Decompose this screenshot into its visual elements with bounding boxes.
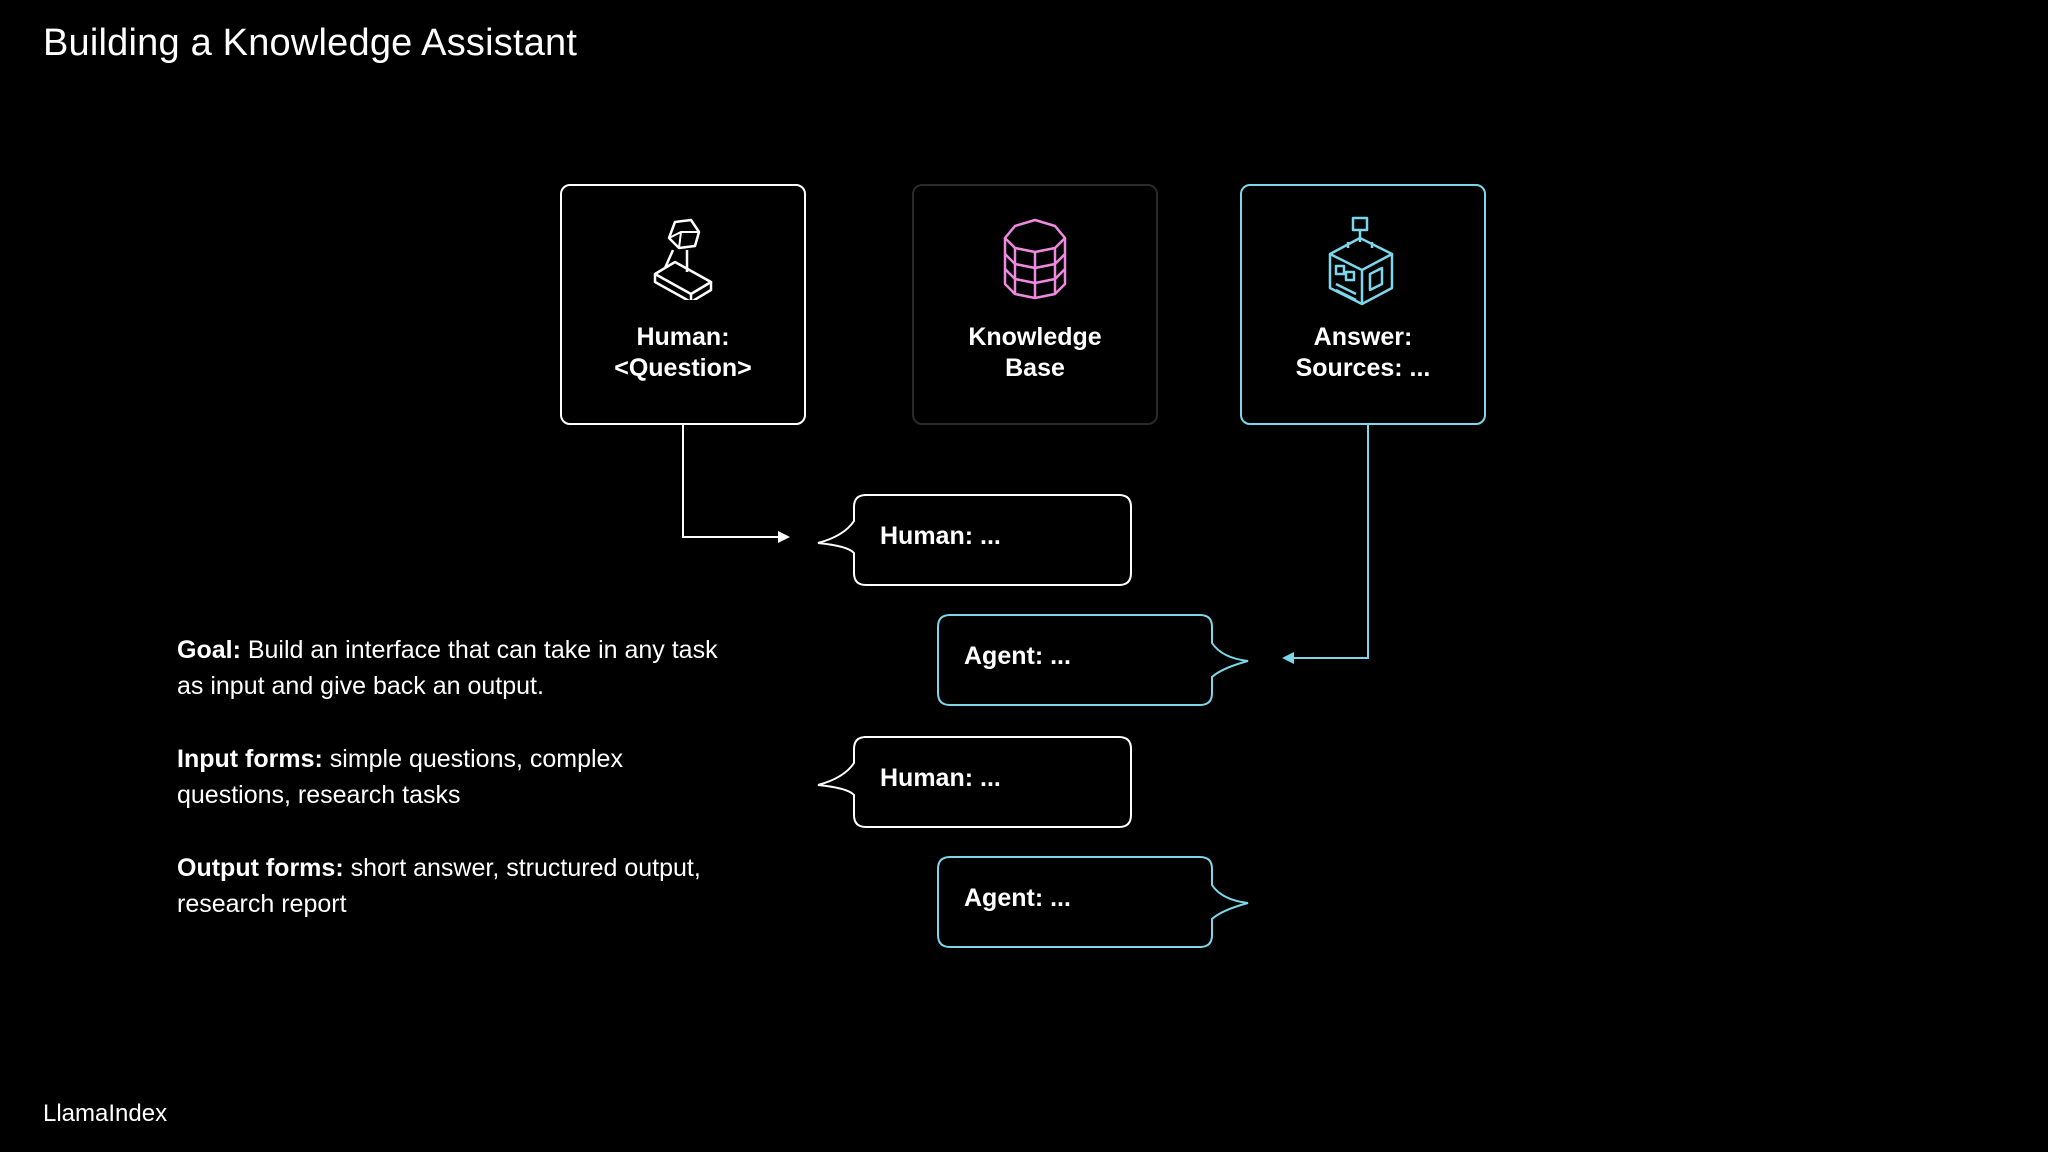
input-forms-label: Input forms: [177, 745, 323, 773]
human-card-line1: Human: [636, 323, 730, 351]
human-question-card: Human: <Question> [560, 184, 806, 425]
knowledge-base-card: Knowledge Base [912, 184, 1158, 425]
answer-card-line2: Sources: ... [1295, 354, 1431, 382]
kb-card-line1: Knowledge [968, 323, 1102, 351]
factory-building-icon [1326, 216, 1400, 311]
agent-bubble-2-text: Agent: ... [964, 884, 1071, 912]
goal-label: Goal: [177, 636, 241, 664]
arrowhead-human [778, 531, 790, 543]
goal-text: Build an interface that can take in any … [177, 636, 718, 700]
connector-answer-to-bubble [1294, 425, 1369, 659]
human-card-line2: <Question> [614, 354, 752, 382]
person-icon [651, 216, 715, 305]
human-bubble-1-text: Human: ... [880, 522, 1001, 550]
arrowhead-answer [1282, 652, 1294, 664]
answer-card-line1: Answer: [1313, 323, 1413, 351]
answer-card: Answer: Sources: ... [1240, 184, 1486, 425]
output-forms-label: Output forms: [177, 854, 344, 882]
human-bubble-2-text: Human: ... [880, 764, 1001, 792]
notes-section: Goal: Build an interface that can take i… [177, 632, 737, 959]
brand-footer: LlamaIndex [43, 1100, 168, 1127]
agent-bubble-1-text: Agent: ... [964, 642, 1071, 670]
human-bubble-1-shape [817, 494, 1132, 586]
goal-note: Goal: Build an interface that can take i… [177, 632, 737, 704]
slide-title: Building a Knowledge Assistant [43, 22, 578, 64]
kb-card-line2: Base [1005, 354, 1065, 382]
input-forms-text: simple questions, complex questions, res… [177, 745, 623, 809]
input-forms-note: Input forms: simple questions, complex q… [177, 741, 737, 813]
connector-human-to-bubble [682, 425, 780, 538]
output-forms-note: Output forms: short answer, structured o… [177, 850, 737, 922]
agent-bubble-2-shape [937, 856, 1249, 948]
human-bubble-2-shape [817, 736, 1132, 828]
output-forms-text: short answer, structured output, researc… [177, 854, 701, 918]
agent-bubble-1-shape [937, 614, 1249, 706]
database-icon [1000, 216, 1070, 305]
